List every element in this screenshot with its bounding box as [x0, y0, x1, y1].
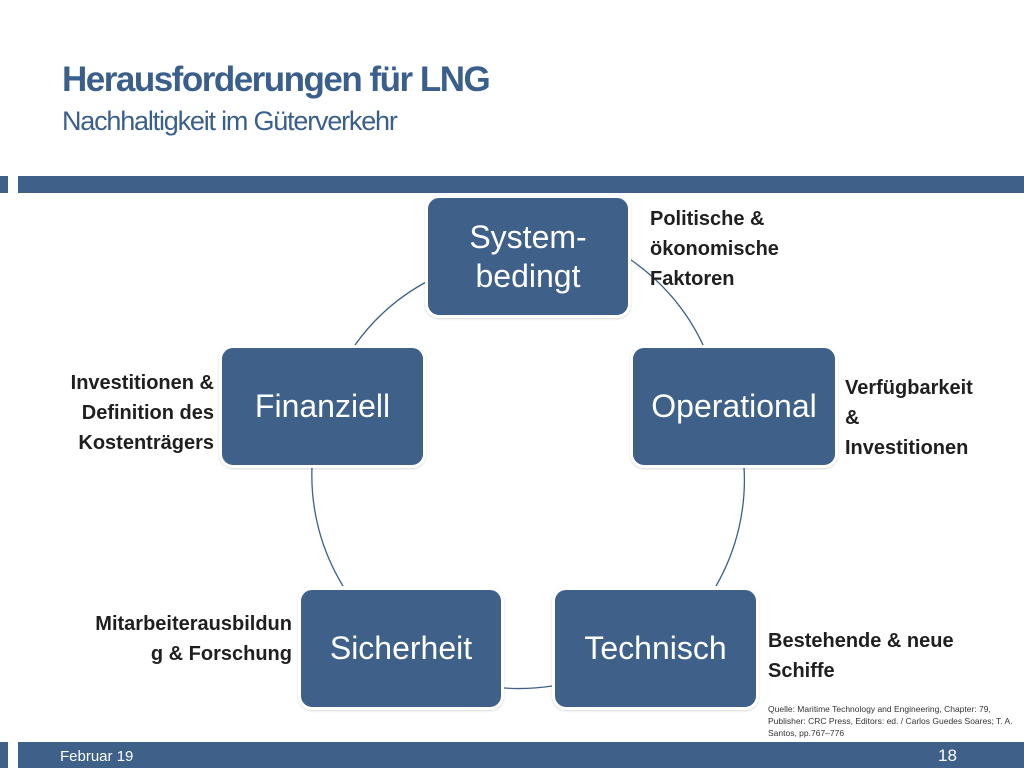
note-operational: Verfügbarkeit & Investitionen [845, 377, 973, 459]
footer-bar: Februar 19 18 [0, 742, 1024, 768]
source-citation: Quelle: Maritime Technology and Engineer… [768, 704, 1013, 738]
header-band-marker [8, 176, 18, 193]
note-sicherheit: Mitarbeiterausbildun g & Forschung [95, 613, 292, 665]
note-finanziell: Investitionen & Definition des Kostenträ… [70, 372, 214, 454]
arc-systembedingt-operational [624, 255, 705, 348]
node-systembedingt: System- bedingt [425, 195, 631, 318]
node-operational: Operational [630, 345, 838, 468]
node-technisch: Technisch [552, 587, 759, 710]
page-number: 18 [938, 746, 957, 765]
arc-sicherheit-finanziell [311, 466, 344, 587]
arc-operational-technisch [715, 466, 746, 587]
footer-date: Februar 19 [60, 748, 134, 765]
header-band [0, 176, 1024, 193]
slide-subtitle: Nachhaltigkeit im Güterverkehr [62, 106, 398, 136]
slide-title: Herausforderungen für LNG [62, 60, 491, 99]
node-finanziell: Finanziell [219, 345, 426, 468]
arc-finanziell-systembedingt [354, 280, 429, 346]
arc-technisch-sicherheit [503, 685, 553, 690]
note-systembedingt: Politische & ökonomische Faktoren [650, 208, 779, 290]
node-sicherheit: Sicherheit [298, 587, 504, 710]
note-technisch: Bestehende & neue Schiffe [768, 630, 954, 682]
footer-bar-marker [8, 742, 18, 768]
